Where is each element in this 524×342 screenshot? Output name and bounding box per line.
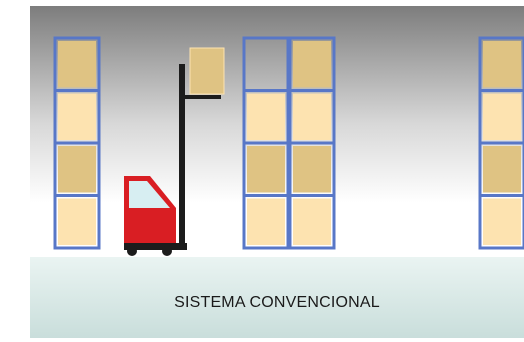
forklift — [124, 47, 225, 256]
forklift-load-box — [189, 47, 225, 95]
pallet-box — [293, 198, 331, 245]
pallet-box — [58, 93, 96, 140]
pallet-box — [483, 198, 521, 245]
warehouse-floor — [30, 257, 524, 338]
pallet-box — [58, 146, 96, 193]
pallet-box — [247, 198, 285, 245]
rack-2 — [242, 36, 290, 250]
storage-racks — [53, 36, 524, 250]
forklift-rear-wheel — [127, 246, 137, 256]
pallet-box — [483, 41, 521, 88]
forklift-window — [129, 181, 170, 208]
pallet-box — [247, 146, 285, 193]
rack-3 — [288, 36, 336, 250]
pallet-box — [58, 198, 96, 245]
forklift-front-wheel — [162, 246, 172, 256]
forklift-mast — [179, 64, 185, 250]
rack-4 — [478, 36, 524, 250]
pallet-box — [293, 41, 331, 88]
pallet-box — [58, 41, 96, 88]
rack-slot — [288, 194, 336, 250]
forklift-chassis — [124, 243, 187, 250]
pallet-box — [483, 93, 521, 140]
pallet-box — [293, 93, 331, 140]
rack-slot — [478, 194, 524, 250]
rack-slot — [53, 194, 101, 250]
rack-1 — [53, 36, 101, 250]
rack-slot — [242, 194, 290, 250]
pallet-box — [293, 146, 331, 193]
forklift-forks — [183, 95, 221, 99]
pallet-box — [247, 93, 285, 140]
diagram-caption: SISTEMA CONVENCIONAL — [174, 294, 380, 311]
pallet-box — [483, 146, 521, 193]
